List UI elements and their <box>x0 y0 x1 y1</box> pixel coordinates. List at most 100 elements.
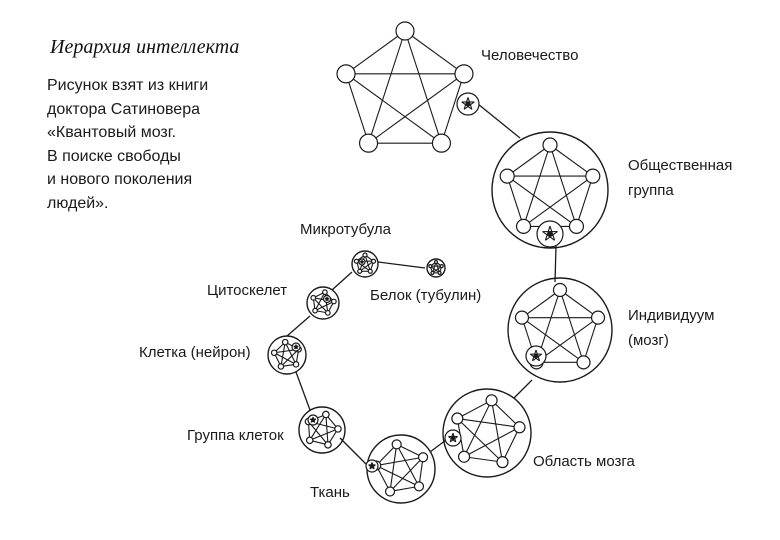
marker-star <box>544 226 551 241</box>
enclosing-circle <box>298 406 346 454</box>
marker-star <box>535 349 541 362</box>
network-node <box>417 452 429 463</box>
network-node <box>391 439 402 450</box>
network-node <box>270 349 278 357</box>
network-node <box>437 270 442 275</box>
network-node <box>353 258 360 264</box>
marker-star <box>463 97 469 110</box>
network-node <box>428 264 433 269</box>
network-edge <box>404 30 442 144</box>
network-edge <box>368 73 465 144</box>
level-cytoskeleton <box>306 286 340 320</box>
sublevel-marker <box>307 414 319 426</box>
network-edge <box>501 427 520 463</box>
network-node <box>358 133 379 153</box>
network-node <box>334 425 342 433</box>
network-edge <box>463 426 520 458</box>
label-social-group: Общественная группа <box>628 157 733 199</box>
enclosing-circle <box>306 286 340 320</box>
marker-star <box>368 464 375 470</box>
marker-star <box>542 231 555 241</box>
network-edge <box>404 30 465 75</box>
network-edge <box>368 30 406 144</box>
network-node <box>431 133 452 153</box>
level-brain-area <box>442 388 532 478</box>
network-edge <box>314 291 326 311</box>
network-node <box>312 307 318 314</box>
network-node <box>336 64 356 84</box>
level-protein <box>426 258 446 278</box>
network-node <box>542 137 558 153</box>
network-edge <box>325 414 329 445</box>
marker-star <box>369 464 376 470</box>
level-social-group <box>491 131 609 249</box>
label-cytoskeleton: Цитоскелет <box>207 282 288 299</box>
network-edge <box>312 297 329 314</box>
marker-star <box>545 231 558 241</box>
network-edge <box>506 144 551 177</box>
network-edge <box>521 289 561 319</box>
network-node <box>292 361 300 368</box>
network-node <box>515 218 532 235</box>
network-edge <box>457 399 492 420</box>
marker-dot <box>312 419 314 421</box>
sublevel-marker <box>444 429 462 447</box>
network-node <box>454 64 474 84</box>
marker-dot <box>534 354 538 358</box>
caption-line: Рисунок взят из книги <box>47 77 209 94</box>
network-edge <box>457 417 520 428</box>
network-edge <box>456 418 503 463</box>
network-node <box>362 252 368 258</box>
network-edge <box>309 428 339 441</box>
network-node <box>330 298 337 305</box>
network-edge <box>559 289 585 363</box>
network-edge <box>376 456 424 467</box>
caption-line: доктора Сатиновера <box>47 100 200 118</box>
sublevel-marker <box>291 342 301 352</box>
label-cell: Клетка (нейрон) <box>139 344 251 361</box>
network-edge <box>273 352 297 365</box>
caption-line: людей». <box>47 194 109 212</box>
network-edge <box>359 260 374 272</box>
connector-line <box>286 315 311 337</box>
marker-dot <box>547 231 553 237</box>
marker-star <box>467 97 473 110</box>
sublevel-marker <box>322 294 332 304</box>
network-node <box>277 363 285 370</box>
marker-star <box>463 101 475 110</box>
network-node <box>324 309 331 316</box>
network-edge <box>364 254 371 272</box>
network-edge <box>389 456 424 492</box>
marker-star <box>449 436 458 443</box>
marker-dot <box>326 298 328 300</box>
network-node <box>457 450 471 463</box>
enclosing-circle <box>351 250 379 278</box>
enclosing-circle <box>267 335 307 375</box>
network-node <box>485 394 498 407</box>
network-node <box>367 268 373 274</box>
marker-star <box>461 101 473 110</box>
marker-dot <box>370 464 374 468</box>
label-humanity: Человечество <box>481 47 579 64</box>
network-edge <box>491 399 520 428</box>
marker-star <box>529 353 540 362</box>
network-edge <box>389 444 398 492</box>
connector-line <box>339 437 371 469</box>
network-node <box>281 338 289 346</box>
sublevel-marker <box>536 220 564 248</box>
network-node <box>395 21 415 41</box>
label-tissue: Ткань <box>310 484 350 501</box>
network-node <box>552 282 568 298</box>
network-node <box>310 294 317 301</box>
network-node <box>439 264 444 269</box>
network-edge <box>559 289 599 319</box>
connector-line <box>295 371 311 411</box>
caption-line: и нового поколения <box>47 171 193 188</box>
label-brain-area: Область мозга <box>533 453 635 470</box>
marker-dot <box>451 436 455 440</box>
network-edge <box>345 73 370 144</box>
network-node <box>370 258 377 264</box>
marker-dot <box>361 261 363 263</box>
label-individual: Индивидуум (мозг) <box>628 307 715 349</box>
marker-star <box>531 349 537 362</box>
